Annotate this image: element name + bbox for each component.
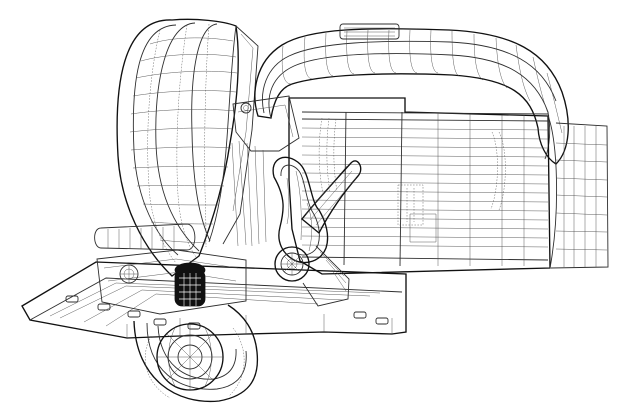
depth-adjustment-lever xyxy=(272,156,362,307)
top-handle xyxy=(254,23,569,165)
blade-guard xyxy=(116,18,259,277)
front-bracket xyxy=(94,95,300,315)
bevel-adjustment-knob xyxy=(174,262,206,307)
base-plate xyxy=(21,261,407,339)
motor-housing xyxy=(288,97,609,275)
wireframe-detail-lines xyxy=(231,117,506,247)
lower-blade xyxy=(133,304,259,403)
